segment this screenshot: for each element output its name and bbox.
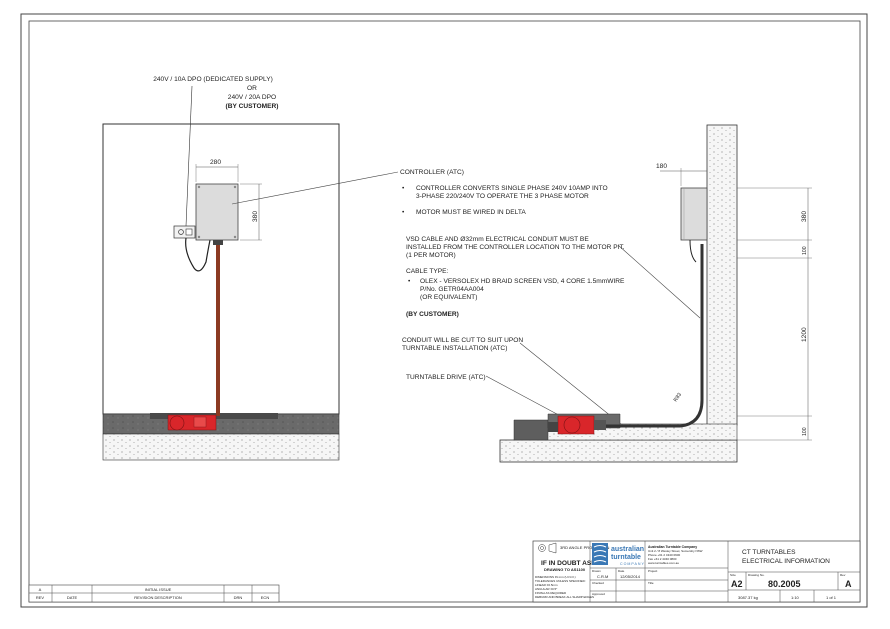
company-line-0: Australian Turntable Company [648, 545, 697, 549]
front-controller-box [195, 183, 239, 241]
front-motor [167, 414, 217, 431]
tolerance-line-4: FINISH AS REQUIRED [535, 591, 567, 595]
drawing-standard: DRAWING TO AS1100 [544, 567, 586, 572]
front-ground [102, 433, 340, 461]
dim-conduit-1200: 1200 [801, 327, 808, 342]
cable-type-line1: OLEX - VERSOLEX HD BRAID SCREEN VSD, 4 C… [420, 278, 625, 285]
checked-label: Checked [592, 581, 604, 585]
date-value: 12/05/2014 [620, 574, 641, 579]
dim-side-height: 380 [801, 211, 808, 222]
approved-label: Approved [592, 592, 605, 596]
date-label: Date [618, 569, 625, 573]
drive-note-text: TURNTABLE DRIVE (ATC) [406, 374, 486, 381]
drawn-label: Drawn [592, 569, 601, 573]
revision-header-rev: REV [36, 595, 45, 600]
logo-word-1: australian [611, 546, 644, 553]
tolerance-line-0: DIMENSIONS IN mm (U.N.O.) [535, 575, 576, 579]
supply-line2: OR [247, 85, 257, 92]
dim-side-width: 180 [656, 163, 667, 170]
size-value: A2 [731, 579, 743, 589]
if-in-doubt: IF IN DOUBT ASK [541, 560, 596, 567]
drive-note: TURNTABLE DRIVE (ATC) [406, 374, 569, 421]
sheet-value: 1 of 1 [826, 595, 837, 600]
cable-line2: INSTALLED FROM THE CONTROLLER LOCATION T… [406, 244, 625, 251]
side-ground [499, 439, 738, 463]
title-block: 3RD ANGLE PROJECTION IF IN DOUBT ASK DRA… [532, 540, 861, 603]
dim-bend-radius: R83 [673, 392, 683, 403]
cable-line1: VSD CABLE AND Ø32mm ELECTRICAL CONDUIT M… [406, 236, 589, 243]
rev-value: A [845, 579, 852, 589]
revision-header-date: DATE [67, 595, 78, 600]
project-label: Project [648, 569, 658, 573]
sheet-border-outer [20, 13, 868, 608]
title-label: Title [648, 581, 654, 585]
front-conduit [216, 240, 220, 416]
cable-type-label: CABLE TYPE: [406, 268, 449, 275]
dim-gap-upper: 100 [802, 246, 808, 255]
logo-word-2: turntable [611, 554, 641, 561]
logo-word-3: COMPANY [620, 562, 645, 566]
svg-text:•: • [408, 278, 411, 285]
cable-line3: (1 PER MOTOR) [406, 252, 456, 259]
revision-row-rev: A [39, 587, 42, 592]
drawing-number-label: Drawing No. [748, 573, 765, 577]
sheet-border-inner [28, 20, 861, 603]
drawing-title-line2: ELECTRICAL INFORMATION [742, 558, 830, 565]
tolerance-line-5: DEBURR AND BREAK ALL SHARP EDGES [535, 595, 594, 599]
revision-header-desc: REVISION DESCRIPTION [134, 595, 182, 600]
third-angle-symbol-icon [538, 542, 557, 554]
revision-row-desc: INITIAL ISSUE [145, 587, 172, 592]
conduit-line1: CONDUIT WILL BE CUT TO SUIT UPON [402, 337, 523, 344]
cable-type-line3: (OR EQUIVALENT) [420, 294, 477, 301]
supply-line4: (BY CUSTOMER) [226, 103, 279, 110]
svg-text:•: • [402, 209, 405, 216]
company-line-2: Phone +61 2 4340 0600 [648, 553, 680, 557]
controller-bullet1-line2: 3-PHASE 220/240V TO OPERATE THE 3 PHASE … [416, 193, 589, 200]
drawing-title-line1: CT TURNTABLES [742, 549, 796, 556]
controller-notes: CONTROLLER (ATC) • CONTROLLER CONVERTS S… [400, 169, 608, 216]
front-view: 280 380 [102, 85, 399, 461]
side-view: R83 180 380 100 1200 100 [499, 124, 812, 463]
supply-line3: 240V / 20A DPO [228, 94, 276, 101]
tolerance-line-2: LINEAR ±0.5mm [535, 583, 558, 587]
drawn-value: C.R.M [597, 574, 608, 579]
controller-title: CONTROLLER (ATC) [400, 169, 464, 176]
supply-line1: 240V / 10A DPO (DEDICATED SUPPLY) [153, 76, 273, 83]
svg-text:•: • [402, 185, 405, 192]
dim-gap-lower: 100 [802, 427, 808, 436]
front-wall [102, 123, 340, 415]
revision-header-ecn: ECN [261, 595, 270, 600]
revision-table: A INITIAL ISSUE REV DATE REVISION DESCRI… [28, 584, 280, 603]
dim-front-width: 280 [210, 159, 221, 166]
side-controller-box [680, 187, 708, 241]
conduit-note: CONDUIT WILL BE CUT TO SUIT UPON TURNTAB… [402, 337, 623, 426]
cable-type-line2: P/No. GETR04AA004 [420, 286, 484, 293]
cable-notes: VSD CABLE AND Ø32mm ELECTRICAL CONDUIT M… [406, 236, 701, 319]
side-motor [548, 415, 606, 435]
third-angle-label: 3RD ANGLE PROJECTION [560, 545, 609, 550]
size-label: Size [730, 573, 736, 577]
company-line-4: www.turntables.com.au [648, 561, 679, 565]
controller-bullet1-line1: CONTROLLER CONVERTS SINGLE PHASE 240V 10… [416, 185, 608, 192]
tolerance-line-1: TOLERANCES UNLESS SPECIFIED: [535, 579, 586, 583]
cable-by-customer: (BY CUSTOMER) [406, 311, 459, 318]
rev-label: Rev [840, 573, 846, 577]
drawing-number-value: 80.2005 [768, 579, 801, 589]
company-line-3: Fax +61 2 4340 0800 [648, 557, 677, 561]
mass-value: 3087.37 kg [738, 595, 758, 600]
revision-header-drn: DRN [234, 595, 243, 600]
company-line-1: Unit 2 / 8 Wesley Street, Somersby NSW [648, 549, 703, 553]
tolerance-line-3: ANGULAR ±0.5° [535, 587, 558, 591]
controller-bullet2: MOTOR MUST BE WIRED IN DELTA [416, 209, 526, 216]
conduit-line2: TURNTABLE INSTALLATION (ATC) [402, 345, 507, 352]
side-wall [706, 124, 738, 426]
side-conduit [604, 244, 704, 428]
supply-note: 240V / 10A DPO (DEDICATED SUPPLY) OR 240… [153, 76, 278, 110]
dim-front-height: 380 [252, 211, 259, 222]
company-logo: australian turntable COMPANY [592, 543, 645, 566]
scale-value: 1:10 [791, 595, 800, 600]
